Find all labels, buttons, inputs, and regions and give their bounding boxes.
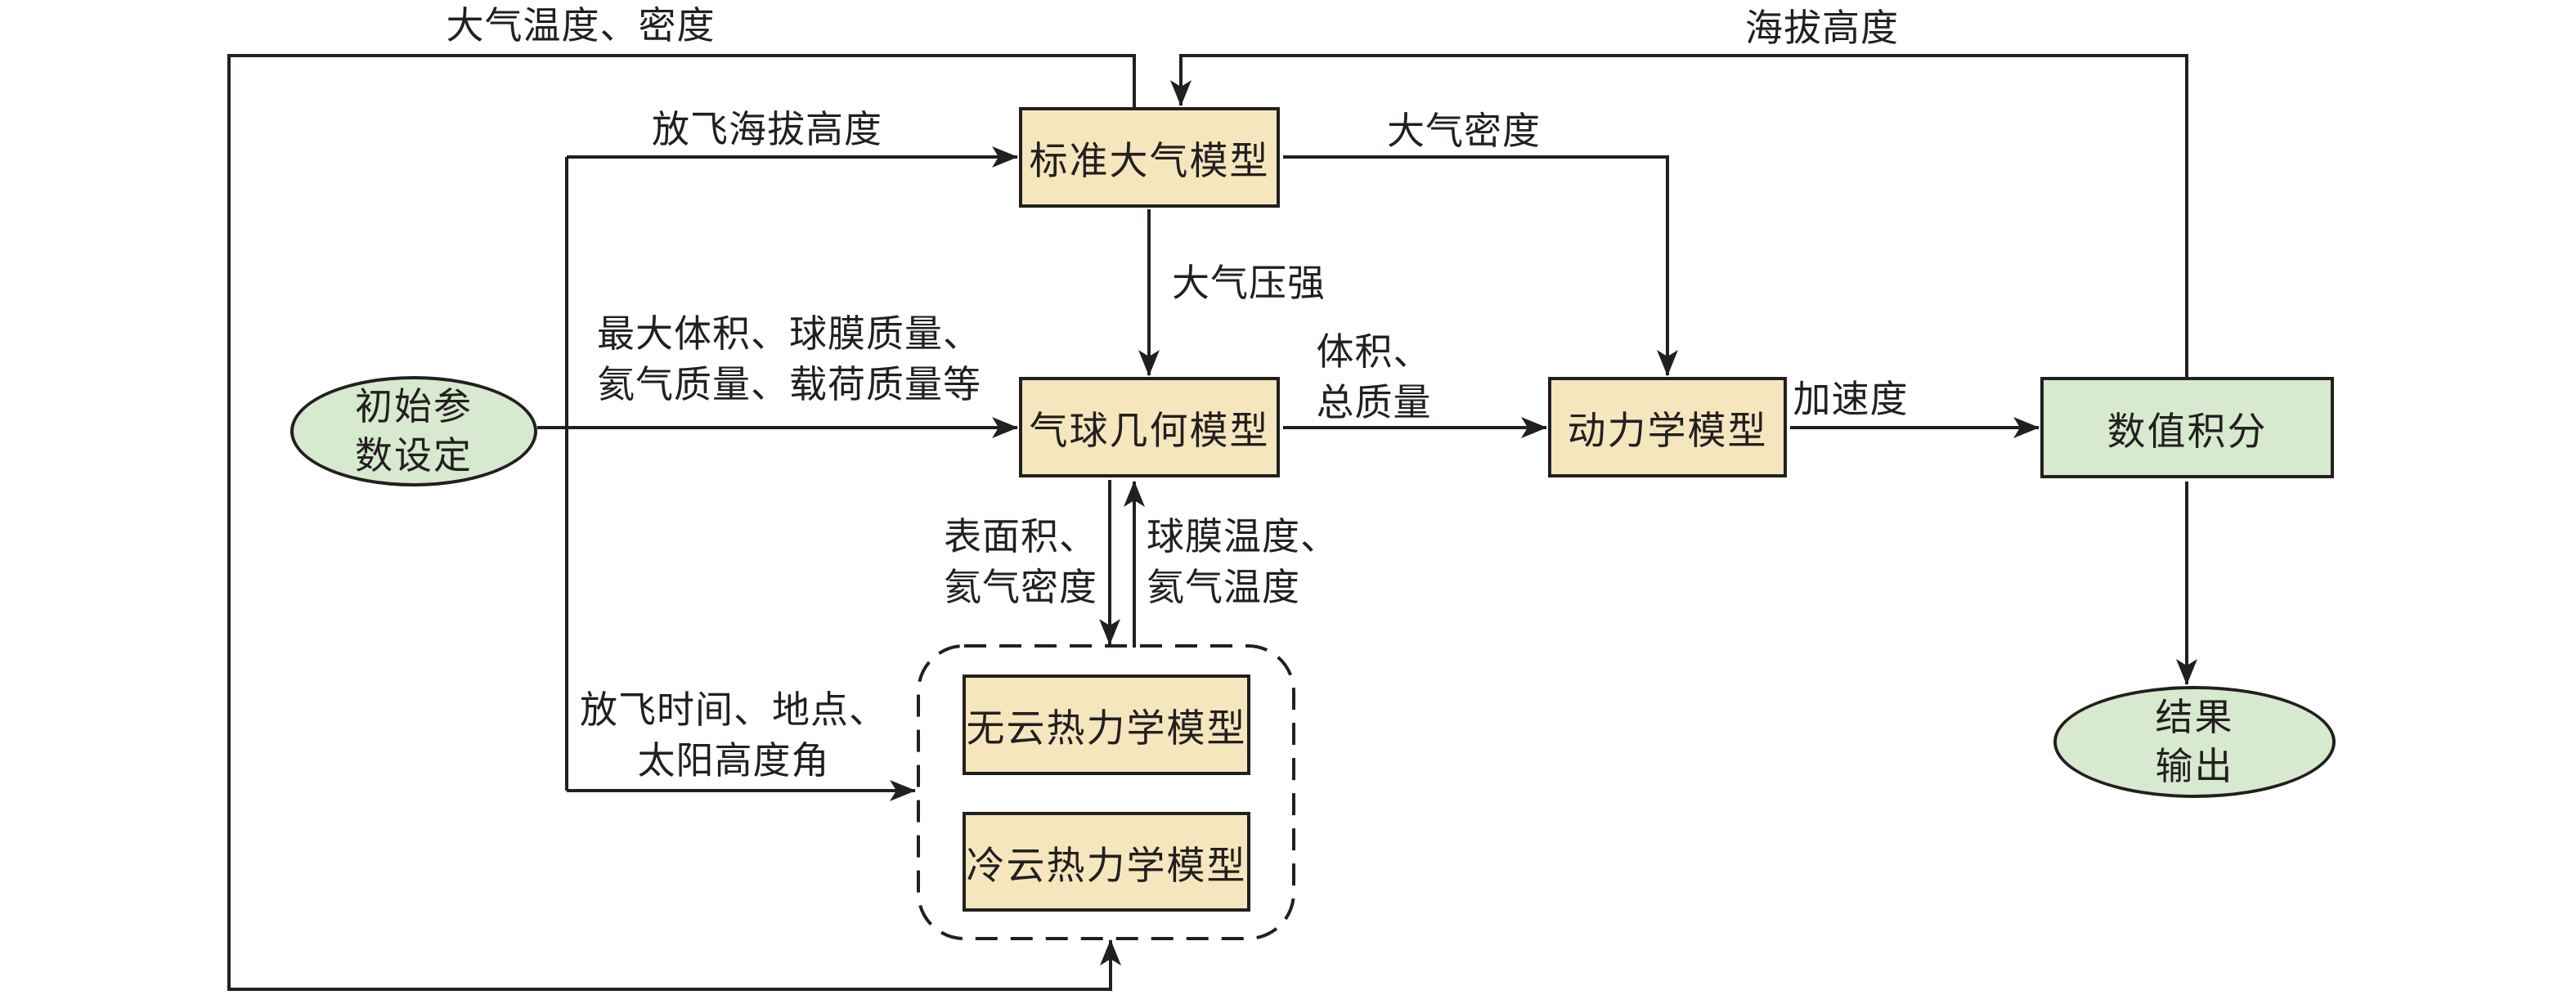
result-output-label-line1: 结果 <box>2155 696 2234 738</box>
edge-label-launch-time: 放飞时间、地点、 太阳高度角 <box>521 685 946 787</box>
cloudfree-thermo-model-label: 无云热力学模型 <box>966 708 1247 751</box>
std-atm-model-box: 标准大气模型 <box>1019 107 1280 208</box>
edge-label-surface-line1: 表面积、 <box>944 516 1097 558</box>
balloon-geometry-model-box: 气球几何模型 <box>1019 377 1280 477</box>
result-output-label-line2: 输出 <box>2155 745 2234 787</box>
thermo-models-container <box>917 644 1295 940</box>
initial-params-label-line1: 初始参 <box>355 385 473 428</box>
edge-label-surface-helium-density: 表面积、 氦气密度 <box>883 512 1097 613</box>
coldcloud-thermo-model-box: 冷云热力学模型 <box>963 812 1250 912</box>
balloon-geometry-model-label: 气球几何模型 <box>1029 410 1270 453</box>
numerical-integration-box: 数值积分 <box>2040 377 2334 478</box>
initial-params-label-line2: 数设定 <box>355 434 473 477</box>
edge-label-volume-mass-line1: 体积、 <box>1316 331 1432 373</box>
edge-label-launch-time-line2: 太阳高度角 <box>637 740 830 782</box>
edge-label-film-line1: 球膜温度、 <box>1147 516 1339 558</box>
edge-label-film-helium-temp: 球膜温度、 氦气温度 <box>1147 512 1408 613</box>
edge-atm-density <box>1283 155 1678 376</box>
edge-label-init-outputs: 最大体积、球膜质量、 氦气质量、载荷质量等 <box>536 309 1043 410</box>
edge-label-volume-mass-line2: 总质量 <box>1316 382 1432 424</box>
numerical-integration-label: 数值积分 <box>2107 410 2268 454</box>
edge-label-init-outputs-line2: 氦气质量、载荷质量等 <box>597 364 981 406</box>
dynamics-model-label: 动力学模型 <box>1567 410 1768 453</box>
edge-label-launch-time-line1: 放飞时间、地点、 <box>580 689 887 731</box>
edge-label-atm-pressure: 大气压强 <box>1172 262 1326 304</box>
edge-label-atm-density: 大气密度 <box>1387 110 1541 152</box>
edge-label-altitude: 海拔高度 <box>1745 7 1899 49</box>
edge-altitude-feedback <box>1170 54 2188 377</box>
initial-params-ellipse: 初始参 数设定 <box>290 376 537 486</box>
edge-label-acceleration: 加速度 <box>1793 379 1909 420</box>
edge-label-film-line2: 氦气温度 <box>1147 567 1300 608</box>
edge-label-launch-altitude: 放飞海拔高度 <box>652 109 882 150</box>
edge-atm-temp-density-feedback <box>227 54 1136 991</box>
std-atm-model-label: 标准大气模型 <box>1029 141 1270 183</box>
edge-label-surface-line2: 氦气密度 <box>944 567 1097 608</box>
result-output-ellipse: 结果 输出 <box>2053 686 2336 798</box>
cloudfree-thermo-model-box: 无云热力学模型 <box>963 675 1250 775</box>
coldcloud-thermo-model-label: 冷云热力学模型 <box>966 845 1247 888</box>
edge-label-atm-temp-density: 大气温度、密度 <box>446 5 716 47</box>
dynamics-model-box: 动力学模型 <box>1548 377 1787 477</box>
edge-label-volume-mass: 体积、 总质量 <box>1251 327 1497 428</box>
edge-label-init-outputs-line1: 最大体积、球膜质量、 <box>597 313 981 355</box>
